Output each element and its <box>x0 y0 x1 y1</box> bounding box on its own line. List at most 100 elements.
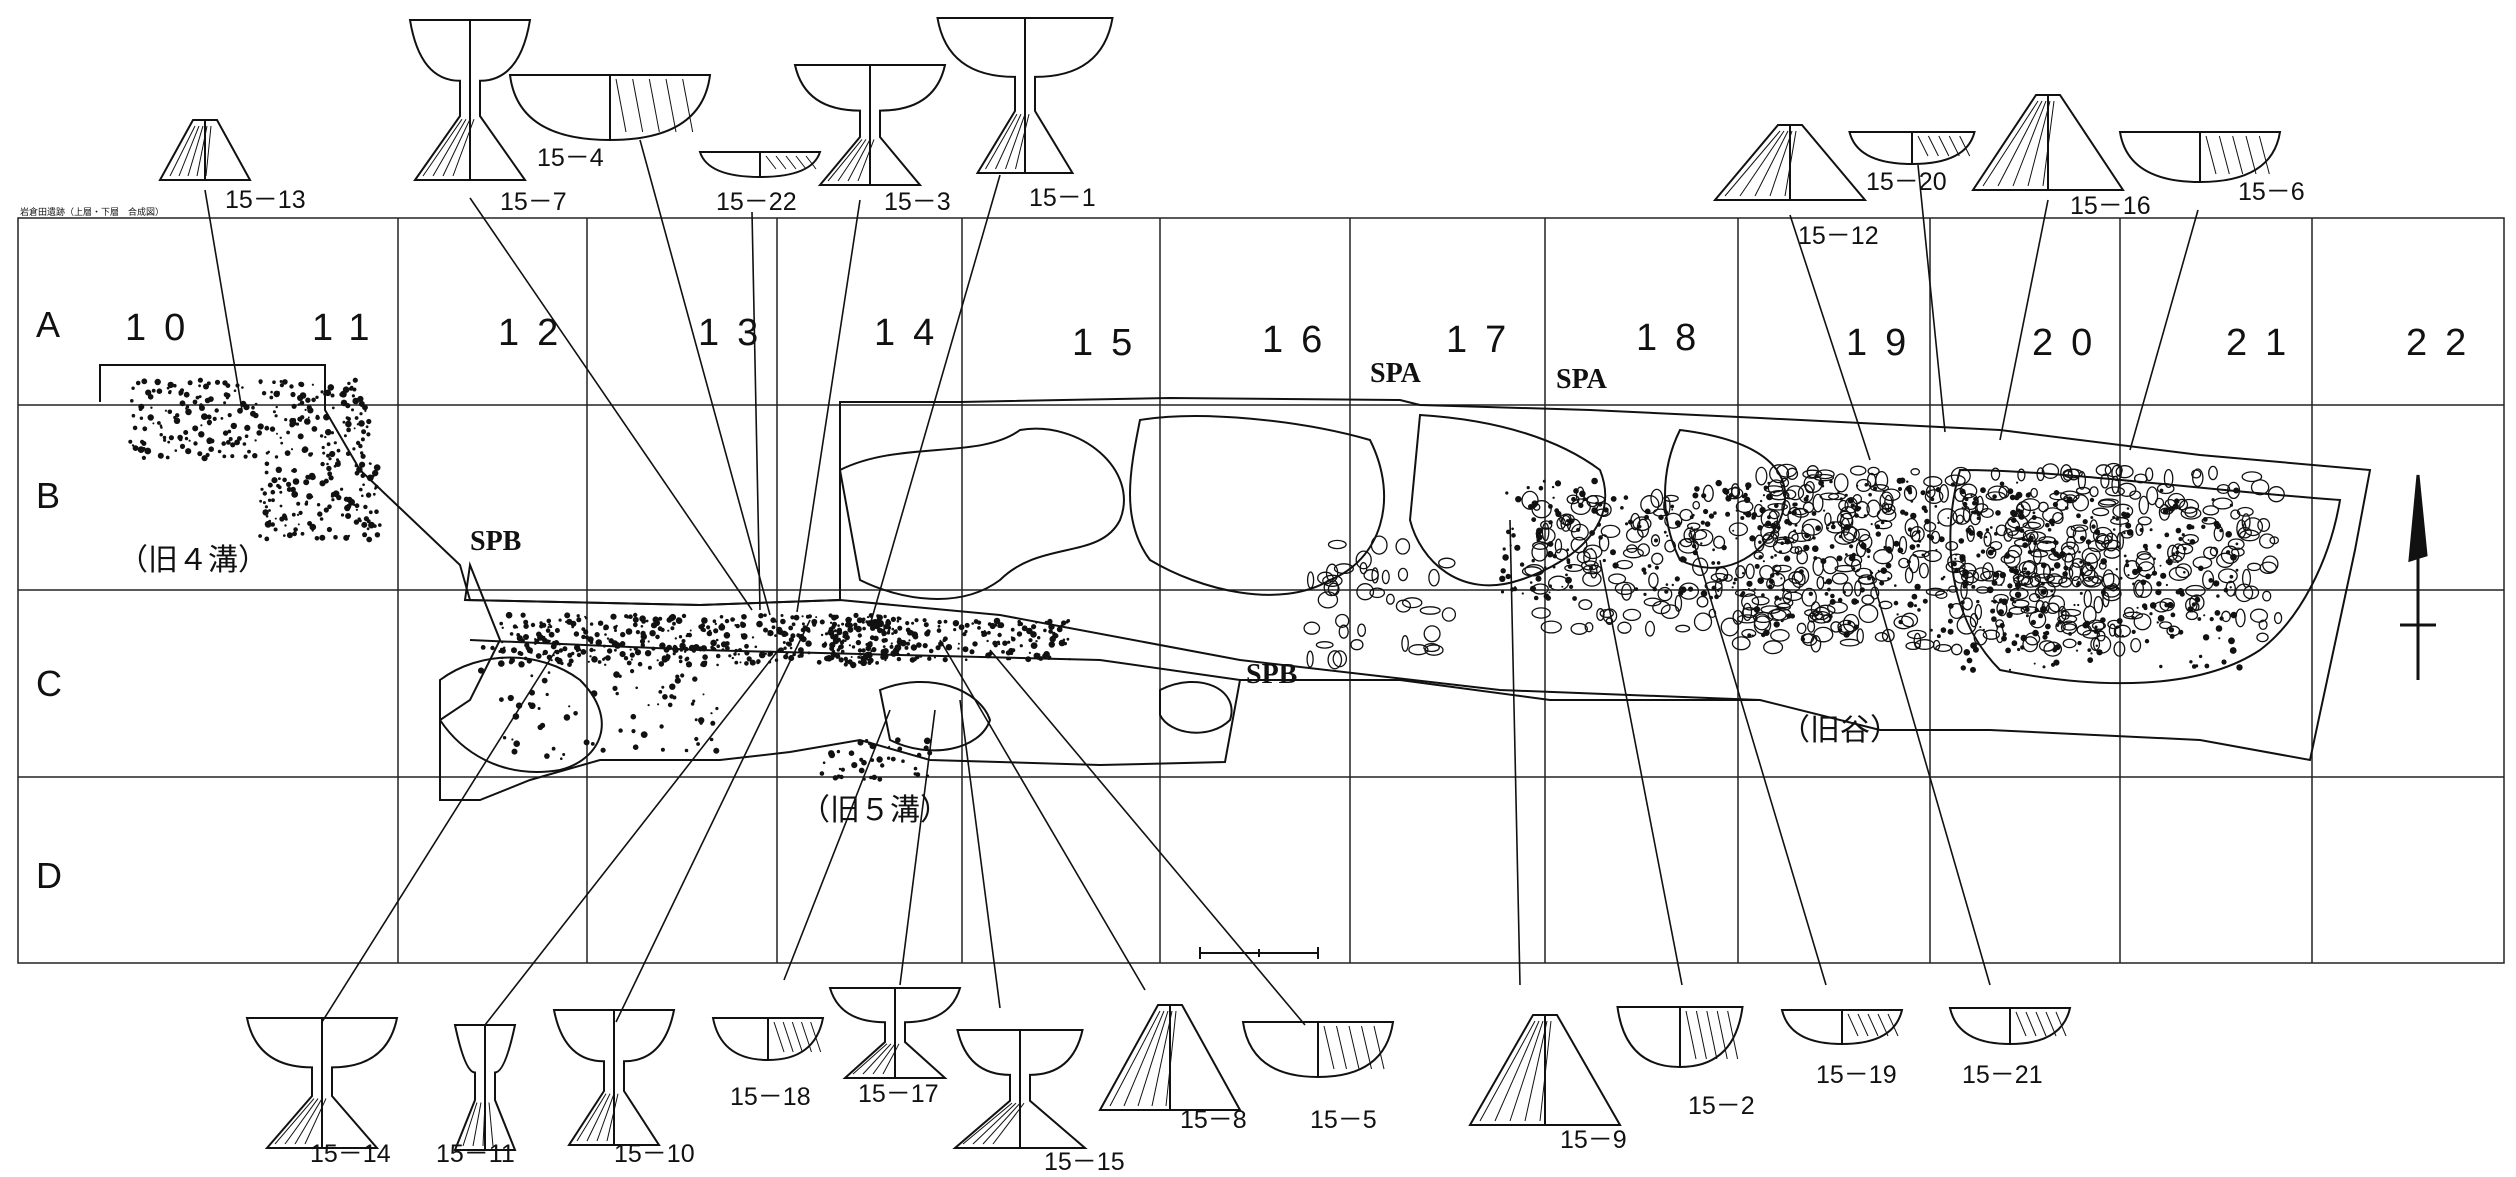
cobble <box>1575 486 1585 505</box>
stone-dot <box>478 667 485 674</box>
stone-dot <box>2127 574 2130 577</box>
stone-dot <box>836 749 841 754</box>
cobble <box>1531 542 1548 562</box>
stone-dot <box>654 625 657 628</box>
cobble <box>1692 500 1701 510</box>
cobble <box>2164 498 2176 509</box>
stone-dot <box>282 477 287 483</box>
stone-dot <box>537 707 541 710</box>
stone-dot <box>2014 494 2020 501</box>
cobble <box>2130 637 2142 653</box>
stone-dot <box>584 635 590 640</box>
stone-dot <box>269 395 274 400</box>
stone-dot <box>217 449 222 454</box>
cobble <box>1578 599 1593 611</box>
stone-dot <box>507 694 514 702</box>
cobble <box>1787 506 1802 525</box>
stone-dot <box>548 639 551 643</box>
spb-label-2: SPB <box>1246 659 1297 690</box>
cobble <box>1741 628 1757 638</box>
stone-dot <box>198 384 202 388</box>
stone-dot <box>254 402 258 406</box>
cobble <box>2236 506 2254 517</box>
stone-dot <box>141 378 148 385</box>
stone-dot <box>756 660 760 663</box>
cobble <box>1801 518 1823 536</box>
stone-dot <box>2095 644 2098 647</box>
stone-dot <box>1987 549 1994 556</box>
cobble <box>1898 536 1908 555</box>
cobble <box>1769 464 1790 484</box>
stone-dot <box>354 463 358 468</box>
stone-dot <box>1909 544 1916 550</box>
stone-dot <box>179 400 186 407</box>
cobble <box>2077 470 2087 490</box>
stone-dot <box>1962 584 1967 589</box>
stone-dot <box>706 625 711 630</box>
stone-dot <box>906 641 910 646</box>
stone-dot <box>160 426 163 429</box>
stone-dot <box>2159 664 2163 669</box>
stone-dot <box>669 683 676 690</box>
stone-dot <box>1747 633 1752 638</box>
stone-dot <box>2149 612 2153 616</box>
stone-dot <box>315 415 320 421</box>
cobble <box>1741 607 1758 619</box>
cobble <box>2262 555 2279 573</box>
stone-dot <box>544 753 550 759</box>
stone-dot <box>640 731 648 738</box>
cobble <box>1874 570 1893 582</box>
stone-dot <box>1026 656 1031 662</box>
stone-dot <box>276 483 280 488</box>
stone-dot <box>1849 544 1854 549</box>
stone-dot <box>590 638 593 641</box>
stone-dot <box>670 626 675 631</box>
stone-dot <box>1591 477 1598 485</box>
stone-dot <box>1641 567 1647 573</box>
stone-dot <box>700 660 708 668</box>
artifact-label-15-16: 15－16 <box>2070 192 2151 220</box>
cobble <box>1622 608 1642 622</box>
stone-dot <box>838 767 842 771</box>
stone-dot <box>916 752 922 758</box>
stone-dot <box>275 405 278 409</box>
stone-dot <box>1922 598 1928 604</box>
cobble <box>1904 567 1914 584</box>
stone-dot <box>2235 568 2239 572</box>
stone-dot <box>620 631 626 638</box>
cobble <box>1837 619 1856 634</box>
stone-dot <box>309 474 316 481</box>
cobble <box>2047 575 2068 585</box>
stone-dot <box>554 628 560 633</box>
cobble <box>1753 613 1771 631</box>
stone-dot <box>311 426 318 432</box>
stone-dot <box>997 632 1002 638</box>
cobble <box>1677 537 1699 554</box>
stone-dot <box>667 702 673 708</box>
cobble <box>1839 638 1860 647</box>
stone-dot <box>2165 583 2168 587</box>
stone-dot <box>1056 626 1063 633</box>
cobble <box>1327 650 1343 670</box>
stone-dot <box>214 379 221 385</box>
stone-dot <box>562 753 566 756</box>
stone-dot <box>847 626 854 633</box>
stone-dot <box>325 429 332 436</box>
stone-dot <box>647 665 652 670</box>
stone-dot <box>547 671 551 674</box>
cobble <box>1908 553 1920 574</box>
cobble <box>2258 533 2276 549</box>
stone-dot <box>2007 583 2013 589</box>
stone-dot <box>1830 524 1836 530</box>
cobble <box>2159 621 2172 630</box>
column-label-13: 13 <box>698 312 776 354</box>
stone-dot <box>790 633 796 639</box>
cobble <box>2020 606 2039 614</box>
cobble <box>1600 524 1621 539</box>
stone-dot <box>244 434 249 439</box>
stone-dot <box>2042 665 2046 669</box>
stone-dot <box>2082 519 2088 525</box>
stone-dot <box>610 613 617 620</box>
stone-dot <box>740 621 744 626</box>
stone-dot <box>706 630 713 637</box>
